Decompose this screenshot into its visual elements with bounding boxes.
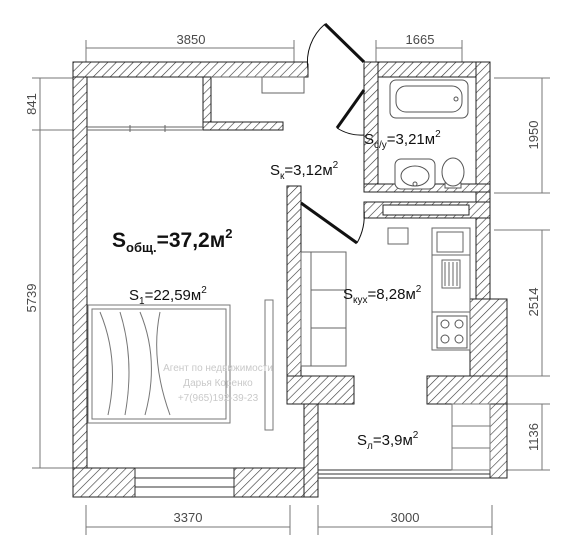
sofa [300, 251, 347, 367]
window-bottom [134, 467, 235, 498]
bathroom-door [335, 89, 366, 136]
dim-left-top: 841 [24, 93, 39, 115]
loggia-area-label: Sл=3,9м2 [357, 430, 419, 452]
watermark-line-2: Дарья Коренко [183, 378, 253, 389]
dim-top-left: 3850 [177, 32, 206, 47]
dim-bottom-right: 3000 [391, 510, 420, 525]
watermark-line-3: +7(965)192-39-23 [178, 393, 259, 404]
bathtub [389, 79, 469, 119]
corridor-area-label: Sк=3,12м2 [270, 160, 339, 182]
wardrobe [87, 76, 305, 132]
window-loggia [317, 469, 491, 479]
watermark-line-1: Агент по недвижимости [163, 363, 273, 374]
dim-right-bath: 1950 [526, 121, 541, 150]
bathroom-area-label: Sс/у=3,21м2 [364, 129, 441, 151]
kitchen-area-label: Sкух=8,28м2 [343, 284, 422, 306]
dim-top-right: 1665 [406, 32, 435, 47]
dim-right-kitchen: 2514 [526, 288, 541, 317]
stove [436, 315, 468, 349]
toilet [441, 157, 465, 189]
dim-bottom-left: 3370 [174, 510, 203, 525]
sink [394, 158, 436, 190]
dim-right-loggia: 1136 [526, 423, 541, 451]
dimension-lines [32, 40, 550, 535]
loggia-cabinet [451, 403, 491, 471]
entrance-door [306, 22, 366, 71]
bed [87, 304, 231, 424]
kitchen-table [387, 227, 409, 245]
kitchen-sink [436, 231, 464, 289]
total-area-label: Sобщ.=37,2м2 [112, 226, 232, 255]
corridor-door [300, 201, 365, 245]
vent-shaft [382, 204, 470, 216]
dim-left-main: 5739 [24, 284, 39, 313]
tv-stand [264, 299, 274, 431]
main-room-area-label: S1=22,59м2 [129, 285, 207, 307]
